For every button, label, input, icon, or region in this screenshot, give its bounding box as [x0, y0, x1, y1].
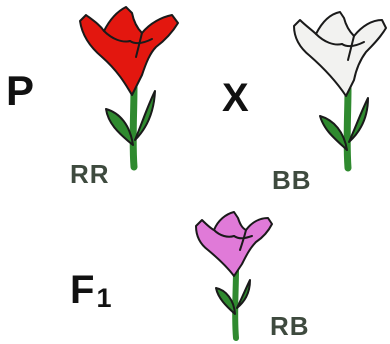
genotype-bb: BB	[272, 165, 312, 195]
white-flower-icon	[293, 11, 387, 172]
cross-symbol: X	[222, 76, 249, 120]
genotype-rr: RR	[70, 159, 110, 189]
f1-subscript: 1	[96, 283, 112, 313]
pink-flower-icon	[195, 211, 273, 341]
f1-letter: F	[70, 268, 95, 312]
parent-generation-label: P	[6, 67, 35, 114]
genotype-rb: RB	[270, 311, 310, 341]
f1-generation-label: F1	[70, 268, 112, 313]
red-flower-icon	[79, 6, 179, 171]
